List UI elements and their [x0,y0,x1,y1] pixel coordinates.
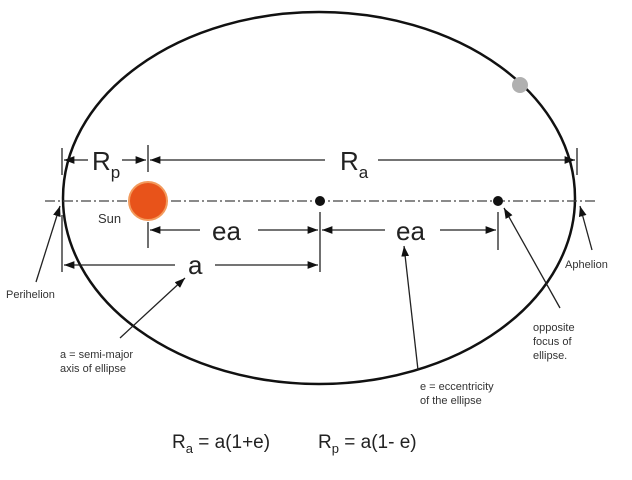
semi-major-label-line1: a = semi-major [60,349,133,361]
orbit-ellipse [61,10,577,386]
focus-label-line1: opposite [533,322,575,334]
eccentricity-label-line1: e = eccentricity [420,381,494,393]
eccentricity-label-line2: of the ellipse [420,395,482,407]
rp-equation: Rp = a(1- e) [318,432,417,456]
ra-equation: Ra = a(1+e) [172,432,270,456]
a-label: a [188,250,203,280]
focus-label-line2: focus of [533,336,572,348]
focus-label-line3: ellipse. [533,350,567,362]
opposite-focus-point [493,196,503,206]
ra-label: Ra [340,146,369,182]
planet [512,77,528,93]
rp-label: Rp [92,146,120,182]
semi-major-label-line2: axis of ellipse [60,363,126,375]
perihelion-label: Perihelion [6,289,55,301]
dimension-ticks [61,145,578,272]
ea-right-label: ea [396,216,425,246]
aphelion-label: Aphelion [565,259,608,271]
sun-label: Sun [98,211,121,226]
sun [128,181,168,221]
ea-left-label: ea [212,216,241,246]
dimension-arrows [35,156,593,371]
center-point [315,196,325,206]
